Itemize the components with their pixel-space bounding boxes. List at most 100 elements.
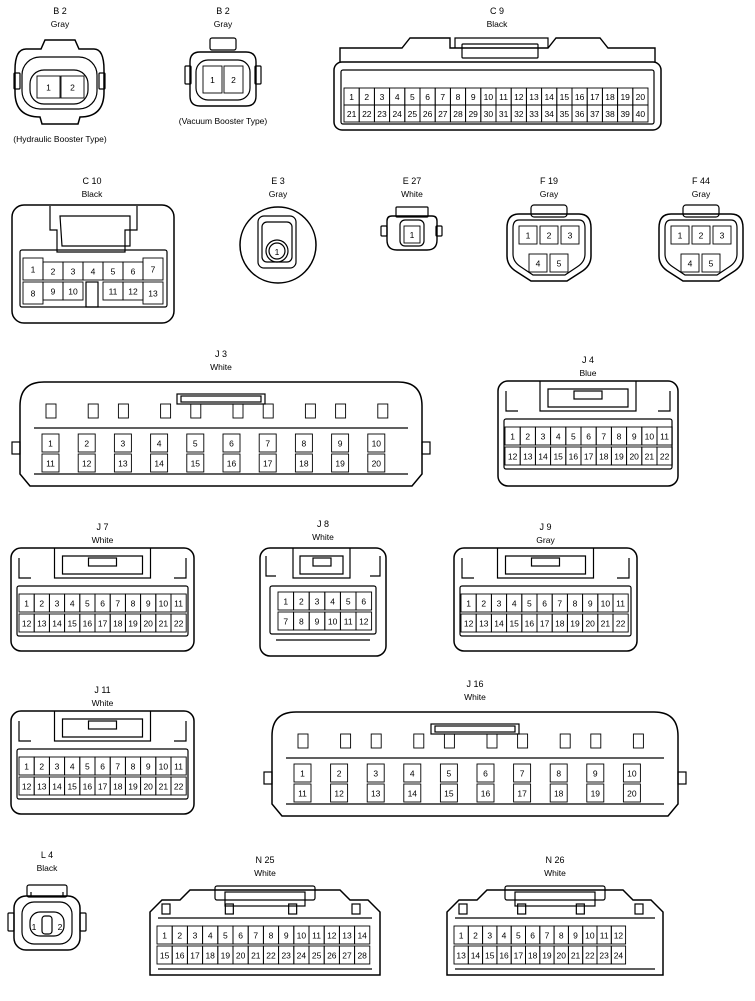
pin-number: 15 — [67, 781, 77, 791]
pin-number: 4 — [157, 438, 162, 448]
pin-number: 10 — [372, 438, 382, 448]
pin-number: 20 — [627, 788, 637, 798]
pin-number: 6 — [100, 761, 105, 771]
pin-cell — [513, 783, 532, 803]
latch-tab — [559, 733, 571, 749]
pin-number: 8 — [31, 288, 36, 298]
pin-number: 16 — [83, 781, 93, 791]
pin-number: 17 — [584, 451, 594, 461]
pin-number: 6 — [586, 431, 591, 441]
pin-number: 11 — [616, 598, 625, 608]
pin-number: 15 — [444, 788, 454, 798]
pin-number: 6 — [425, 92, 430, 102]
pin-number: 2 — [177, 930, 182, 940]
pin-cell — [142, 257, 164, 281]
connector-note: (Hydraulic Booster Type) — [13, 134, 107, 144]
pin-number: 19 — [128, 781, 138, 791]
pin-cell — [113, 433, 132, 453]
pin-number: 9 — [632, 431, 637, 441]
pin-number: 7 — [151, 264, 156, 274]
pin-cell — [367, 433, 386, 453]
pin-number: 17 — [514, 950, 524, 960]
pin-number: 7 — [520, 768, 525, 778]
pin-number: 18 — [605, 92, 615, 102]
pin-cell — [549, 763, 568, 783]
connector-color: White — [254, 868, 276, 878]
pin-number: 2 — [547, 230, 552, 240]
pin-number: 4 — [91, 266, 96, 276]
connector-note: (Vacuum Booster Type) — [179, 116, 268, 126]
pin-number: 8 — [456, 92, 461, 102]
pin-number: 32 — [514, 109, 524, 119]
pin-cell — [513, 763, 532, 783]
pin-number: 7 — [283, 616, 288, 626]
pin-number: 10 — [297, 930, 307, 940]
pin-number: 2 — [337, 768, 342, 778]
pin-number: 18 — [555, 618, 565, 628]
pin-number: 27 — [438, 109, 448, 119]
latch-tab — [370, 733, 382, 749]
pin-number: 10 — [627, 768, 637, 778]
pin-number: 8 — [617, 431, 622, 441]
pin-cell — [150, 433, 169, 453]
pin-number: 1 — [466, 598, 471, 608]
pin-number: 12 — [614, 930, 624, 940]
pin-number: 38 — [605, 109, 615, 119]
pin-number: 12 — [22, 618, 32, 628]
pin-number: 16 — [481, 788, 491, 798]
pin-number: 22 — [660, 451, 670, 461]
pin-number: 3 — [380, 92, 385, 102]
pin-cell — [77, 433, 96, 453]
pin-number: 25 — [312, 950, 322, 960]
pin-number: 11 — [46, 458, 55, 468]
pin-number: 18 — [528, 950, 538, 960]
pin-number: 34 — [544, 109, 554, 119]
pin-cell — [331, 433, 350, 453]
pin-number: 3 — [121, 438, 126, 448]
pin-number: 9 — [284, 930, 289, 940]
pin-number: 15 — [67, 618, 77, 628]
pin-number: 18 — [599, 451, 609, 461]
pin-cell — [610, 945, 627, 965]
connector-color: White — [312, 532, 334, 542]
pin-number: 1 — [300, 768, 305, 778]
pin-cell — [113, 453, 132, 473]
latch-tab — [45, 403, 57, 419]
pin-number: 33 — [529, 109, 539, 119]
connector-code: J 16 — [466, 679, 483, 689]
pin-number: 14 — [52, 781, 62, 791]
pin-number: 1 — [275, 247, 280, 257]
latch-tab — [160, 403, 172, 419]
pin-cell — [586, 763, 605, 783]
connector-color: White — [464, 692, 486, 702]
connector-code: E 3 — [271, 176, 285, 186]
pin-number: 2 — [58, 922, 63, 932]
pin-number: 13 — [456, 950, 466, 960]
pin-number: 13 — [37, 781, 47, 791]
pin-cell — [258, 453, 277, 473]
pin-number: 8 — [302, 438, 307, 448]
pin-cell — [403, 783, 422, 803]
connector-code: J 4 — [582, 355, 594, 365]
pin-number: 35 — [560, 109, 570, 119]
pin-cell — [150, 453, 169, 473]
connector-code: F 44 — [692, 176, 710, 186]
pin-cell — [41, 433, 60, 453]
pin-number: 5 — [111, 266, 116, 276]
pin-number: 7 — [253, 930, 258, 940]
pin-cell — [549, 253, 569, 273]
pin-number: 5 — [447, 768, 452, 778]
pin-number: 12 — [327, 930, 337, 940]
pin-number: 22 — [362, 109, 372, 119]
pin-number: 2 — [39, 598, 44, 608]
connector-color: White — [401, 189, 423, 199]
pin-number: 4 — [502, 930, 507, 940]
pin-number: 9 — [471, 92, 476, 102]
